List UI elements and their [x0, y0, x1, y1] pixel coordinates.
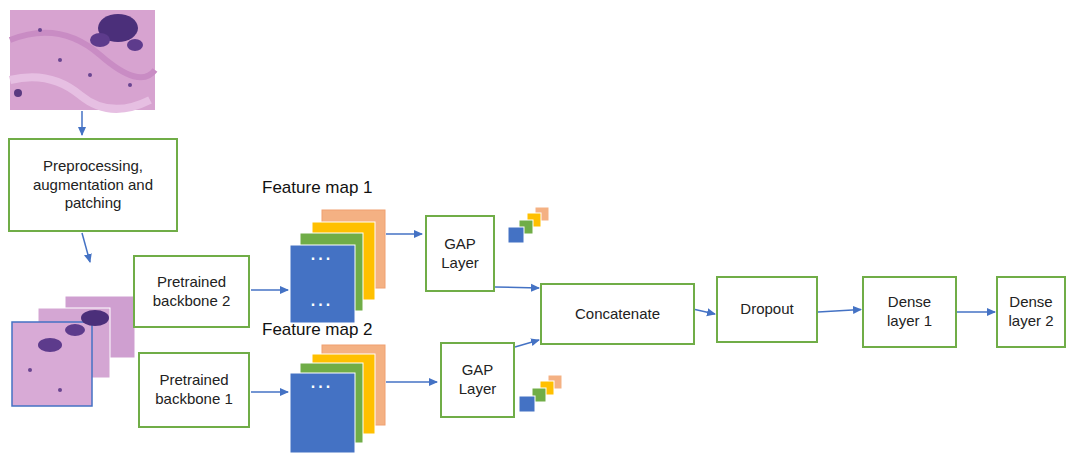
- box-label: Concatenate: [575, 305, 660, 324]
- ellipsis-mark: ...: [296, 292, 348, 310]
- process-box: GAP Layer: [440, 342, 515, 418]
- box-label: Dropout: [740, 300, 793, 319]
- patch-stack: [12, 296, 135, 406]
- process-box: Pretrained backbone 2: [133, 255, 250, 328]
- pooled-vector: [508, 207, 549, 243]
- process-box: Dropout: [716, 276, 818, 343]
- flow-arrow: [495, 287, 539, 288]
- feature-map-stack: [290, 345, 385, 453]
- process-box: Dense layer 2: [996, 276, 1066, 348]
- box-label: Dense layer 1: [870, 293, 949, 331]
- box-label: Dense layer 2: [1004, 293, 1058, 331]
- flow-arrow: [818, 310, 861, 313]
- ellipsis-mark: ...: [296, 246, 348, 264]
- histology-image: [10, 10, 155, 110]
- ellipsis-mark: ...: [296, 374, 348, 392]
- box-label: GAP Layer: [448, 361, 507, 399]
- box-label: Preprocessing, augmentation and patching: [16, 157, 170, 213]
- feature-map-title: Feature map 1: [262, 178, 373, 198]
- process-box: Preprocessing, augmentation and patching: [8, 138, 178, 232]
- flow-arrow: [695, 310, 715, 315]
- process-box: GAP Layer: [425, 215, 495, 292]
- box-label: GAP Layer: [433, 235, 487, 273]
- process-box: Concatenate: [540, 283, 695, 345]
- process-box: Dense layer 1: [862, 276, 957, 348]
- process-box: Pretrained backbone 1: [138, 352, 250, 428]
- flow-arrow: [515, 340, 539, 347]
- box-label: Pretrained backbone 2: [141, 273, 242, 311]
- box-label: Pretrained backbone 1: [146, 371, 242, 409]
- feature-map-title: Feature map 2: [262, 320, 373, 340]
- feature-map-stack: [290, 210, 385, 323]
- pooled-vector: [519, 375, 562, 412]
- flow-arrow: [957, 311, 995, 313]
